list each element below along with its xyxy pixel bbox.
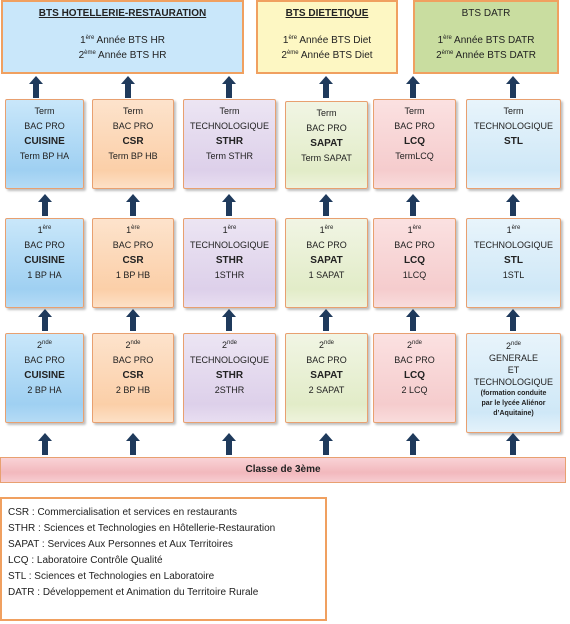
legend-item: DATR : Développement et Animation du Ter… [8, 587, 259, 598]
arrow-up-icon [29, 76, 43, 98]
bts-diet-box: BTS DIETETIQUE 1ère Année BTS Diet 2ème … [256, 0, 398, 74]
arrow-up-icon [506, 76, 520, 98]
bts-datr-title: BTS DATR [461, 8, 511, 19]
arrow-up-icon [406, 194, 420, 216]
arrow-up-icon [126, 309, 140, 331]
legend-item: STL : Sciences et Technologies en Labora… [8, 571, 215, 582]
arrow-up-icon [319, 194, 333, 216]
bts-datr-year2: Année BTS DATR [455, 50, 536, 61]
arrow-up-icon [222, 194, 236, 216]
arrow-up-icon [222, 76, 236, 98]
bts-diet-year2: Année BTS Diet [300, 50, 373, 61]
legend-box: CSR : Commercialisation et services en r… [0, 497, 327, 621]
arrow-up-icon [506, 309, 520, 331]
legend-item: STHR : Sciences et Technologies en Hôtel… [8, 523, 276, 534]
arrow-up-icon [126, 433, 140, 455]
legend-item: LCQ : Laboratoire Contrôle Qualité [8, 555, 163, 566]
arrow-up-icon [38, 194, 52, 216]
bts-datr-box: BTS DATR 1ère Année BTS DATR 2ème Année … [413, 0, 559, 74]
bts-hr-year1: Année BTS HR [96, 35, 165, 46]
arrow-up-icon [38, 433, 52, 455]
arrow-up-icon [222, 309, 236, 331]
arrow-up-icon [406, 76, 420, 98]
bts-hr-box: BTS HOTELLERIE-RESTAURATION 1ère Année B… [1, 0, 244, 74]
bts-hr-year2: Année BTS HR [98, 50, 167, 61]
arrow-up-icon [319, 433, 333, 455]
arrow-up-icon [406, 309, 420, 331]
arrow-up-icon [506, 194, 520, 216]
arrow-up-icon [319, 76, 333, 98]
arrow-up-icon [121, 76, 135, 98]
bts-hr-title: BTS HOTELLERIE-RESTAURATION [38, 8, 207, 19]
arrow-up-icon [126, 194, 140, 216]
arrow-up-icon [222, 433, 236, 455]
classe-3eme-bar: Classe de 3ème [0, 457, 566, 483]
arrow-up-icon [319, 309, 333, 331]
bts-diet-year1: Année BTS Diet [299, 35, 372, 46]
legend-item: SAPAT : Services Aux Personnes et Aux Te… [8, 539, 233, 550]
bts-datr-year1: Année BTS DATR [454, 35, 535, 46]
arrow-up-icon [506, 433, 520, 455]
arrow-up-icon [38, 309, 52, 331]
second-generale-box: 2nde GENERALE ET TECHNOLOGIQUE (formatio… [466, 333, 561, 433]
arrow-up-icon [406, 433, 420, 455]
bts-diet-title: BTS DIETETIQUE [285, 8, 369, 19]
legend-item: CSR : Commercialisation et services en r… [8, 507, 237, 518]
